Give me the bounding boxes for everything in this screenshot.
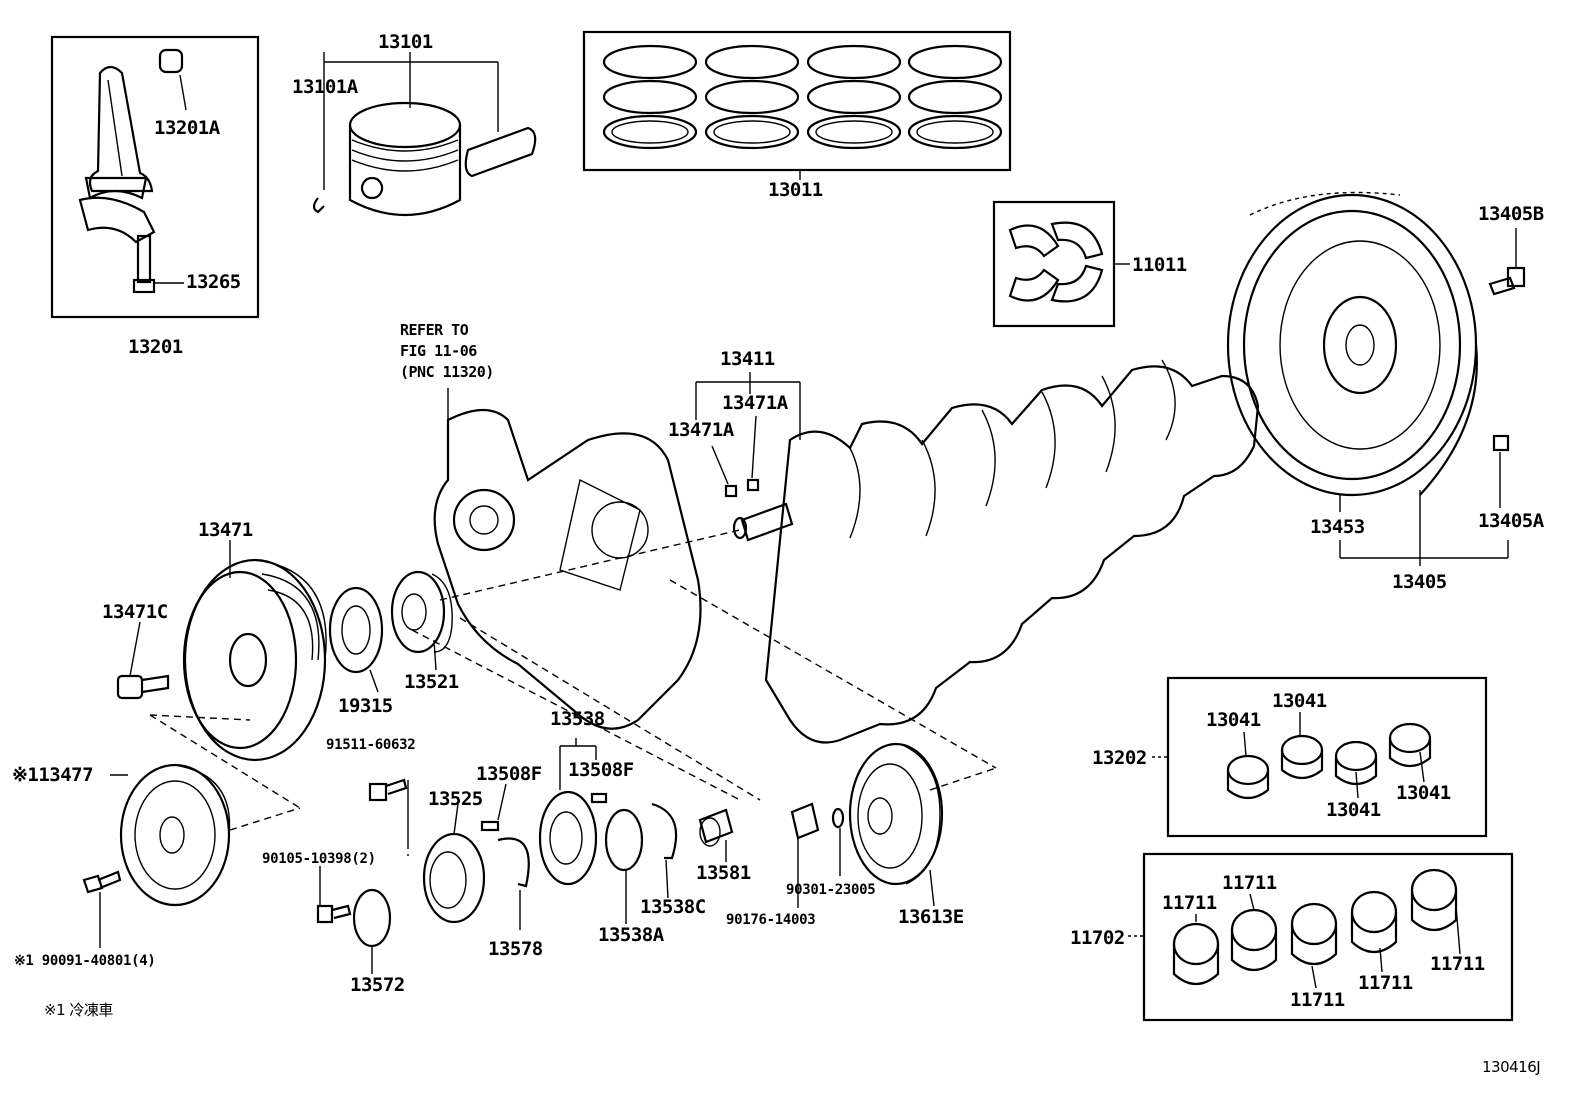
part-label-13471A-top: 13471A [722,392,788,414]
part-label-13041-d: 13041 [1396,782,1451,804]
crank-pulley-group [116,540,327,809]
part-label-13201: 13201 [128,336,183,358]
part-label-13613E: 13613E [898,906,964,928]
part-label-11711-c: 11711 [1290,989,1345,1011]
part-label-19315: 19315 [338,695,393,717]
part-label-13471: 13471 [198,519,253,541]
oil-pump-drive-group [316,617,761,974]
part-label-13508F-right: 13508F [568,759,634,781]
reference-note: REFER TO FIG 11-06 (PNC 11320) [400,321,494,381]
part-label-13538C: 13538C [640,896,706,918]
lower-pulley-group [82,763,301,948]
part-label-90091-40801: ※1 90091-40801(4) [14,953,156,969]
part-label-90105-10398: 90105-10398(2) [262,851,376,867]
part-label-13508F-left: 13508F [476,763,542,785]
part-label-13041-b: 13041 [1272,690,1327,712]
part-label-13041-c: 13041 [1326,799,1381,821]
part-label-13202: 13202 [1092,747,1147,769]
part-label-13578: 13578 [488,938,543,960]
illustration-id: 130416J [1482,1058,1541,1076]
part-label-13405A: 13405A [1478,510,1544,532]
part-label-11711-b: 11711 [1222,872,1277,894]
timing-gear-group [669,579,997,908]
part-label-13201A: 13201A [154,117,220,139]
piston-rings-group [582,30,1012,180]
part-label-13265: 13265 [186,271,241,293]
piston-group [312,52,537,216]
crank-gears-group [328,529,741,693]
connecting-rod-group [50,35,260,319]
part-label-13453: 13453 [1310,516,1365,538]
part-label-13538: 13538 [550,708,605,730]
part-label-11702: 11702 [1070,927,1125,949]
part-label-13477: ※113477 [12,764,94,786]
part-label-13041-a: 13041 [1206,709,1261,731]
main-bearings-group [1128,852,1514,1022]
part-label-13572: 13572 [350,974,405,996]
part-label-13101: 13101 [378,31,433,53]
part-label-13405B: 13405B [1478,203,1544,225]
flywheel-group [1226,191,1526,566]
timing-cover-group [433,388,702,730]
part-label-90301-23005: 90301-23005 [786,882,876,898]
rod-bearings-group [1152,676,1488,838]
part-label-13101A: 13101A [292,76,358,98]
part-label-13471A-left: 13471A [668,419,734,441]
part-label-13011: 13011 [768,179,823,201]
part-label-11711-e: 11711 [1430,953,1485,975]
part-label-13411: 13411 [720,348,775,370]
part-label-13525: 13525 [428,788,483,810]
footnote: ※1 冷凍車 [44,1001,113,1019]
part-label-11711-d: 11711 [1358,972,1413,994]
part-label-11011: 11011 [1132,254,1187,276]
thrust-washer-group [992,200,1130,328]
part-label-90176-14003: 90176-14003 [726,912,816,928]
part-label-11711-a: 11711 [1162,892,1217,914]
crankshaft-group [695,359,1260,744]
part-label-13471C: 13471C [102,601,168,623]
part-label-13521: 13521 [404,671,459,693]
part-label-13538A: 13538A [598,924,664,946]
part-label-13405: 13405 [1392,571,1447,593]
part-label-13581: 13581 [696,862,751,884]
part-label-91511-60632: 91511-60632 [326,737,416,753]
